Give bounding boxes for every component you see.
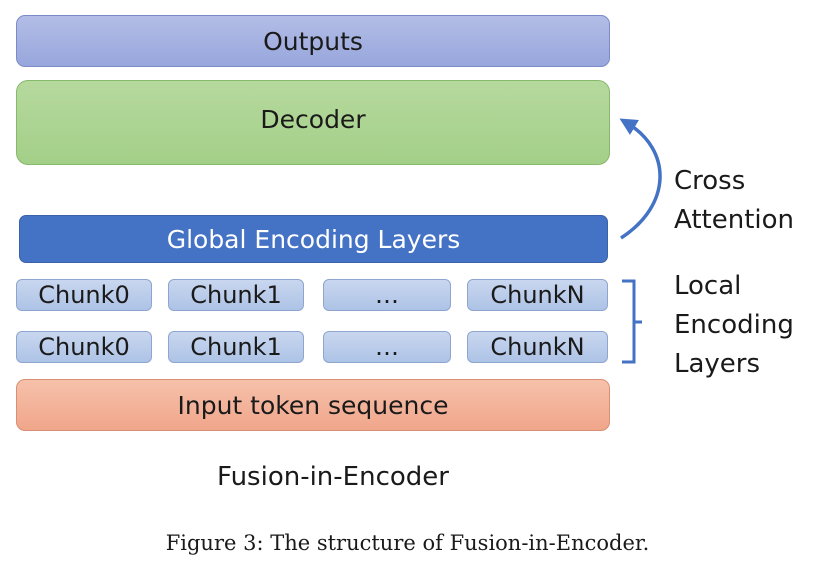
figure-caption: Figure 3: The structure of Fusion-in-Enc…: [165, 531, 650, 555]
decoder-label: Decoder: [260, 105, 366, 134]
chunk-label: ChunkN: [490, 281, 585, 309]
chunk-label: …: [375, 333, 399, 361]
chunk-block: Chunk1: [168, 331, 304, 363]
cross-attention-label: Cross Attention: [674, 166, 794, 235]
chunk-label: Chunk1: [190, 281, 282, 309]
outputs-label: Outputs: [263, 26, 363, 56]
global-encoding-layers-label: Global Encoding Layers: [166, 224, 461, 254]
chunk-block: ChunkN: [467, 331, 608, 363]
chunk-ellipsis-block: …: [323, 331, 451, 363]
chunk-block: ChunkN: [467, 279, 608, 311]
chunk-label: Chunk1: [190, 333, 282, 361]
chunk-ellipsis-block: …: [323, 279, 451, 311]
global-encoding-layers-block: Global Encoding Layers: [19, 215, 608, 263]
input-token-sequence-label: Input token sequence: [177, 390, 449, 420]
decoder-block: Decoder: [16, 80, 610, 165]
local-encoding-layers-label: Local Encoding Layers: [674, 271, 794, 379]
chunk-block: Chunk0: [16, 279, 152, 311]
chunk-label: ChunkN: [490, 333, 585, 361]
outputs-block: Outputs: [16, 15, 610, 67]
local-layers-bracket: [622, 279, 642, 364]
chunk-block: Chunk1: [168, 279, 304, 311]
chunk-label: Chunk0: [38, 281, 130, 309]
figure-title: Fusion-in-Encoder: [217, 462, 449, 492]
cross-attention-arrow: [619, 118, 662, 240]
chunk-label: …: [375, 281, 399, 309]
chunk-label: Chunk0: [38, 333, 130, 361]
chunk-block: Chunk0: [16, 331, 152, 363]
input-token-sequence-block: Input token sequence: [16, 379, 610, 431]
